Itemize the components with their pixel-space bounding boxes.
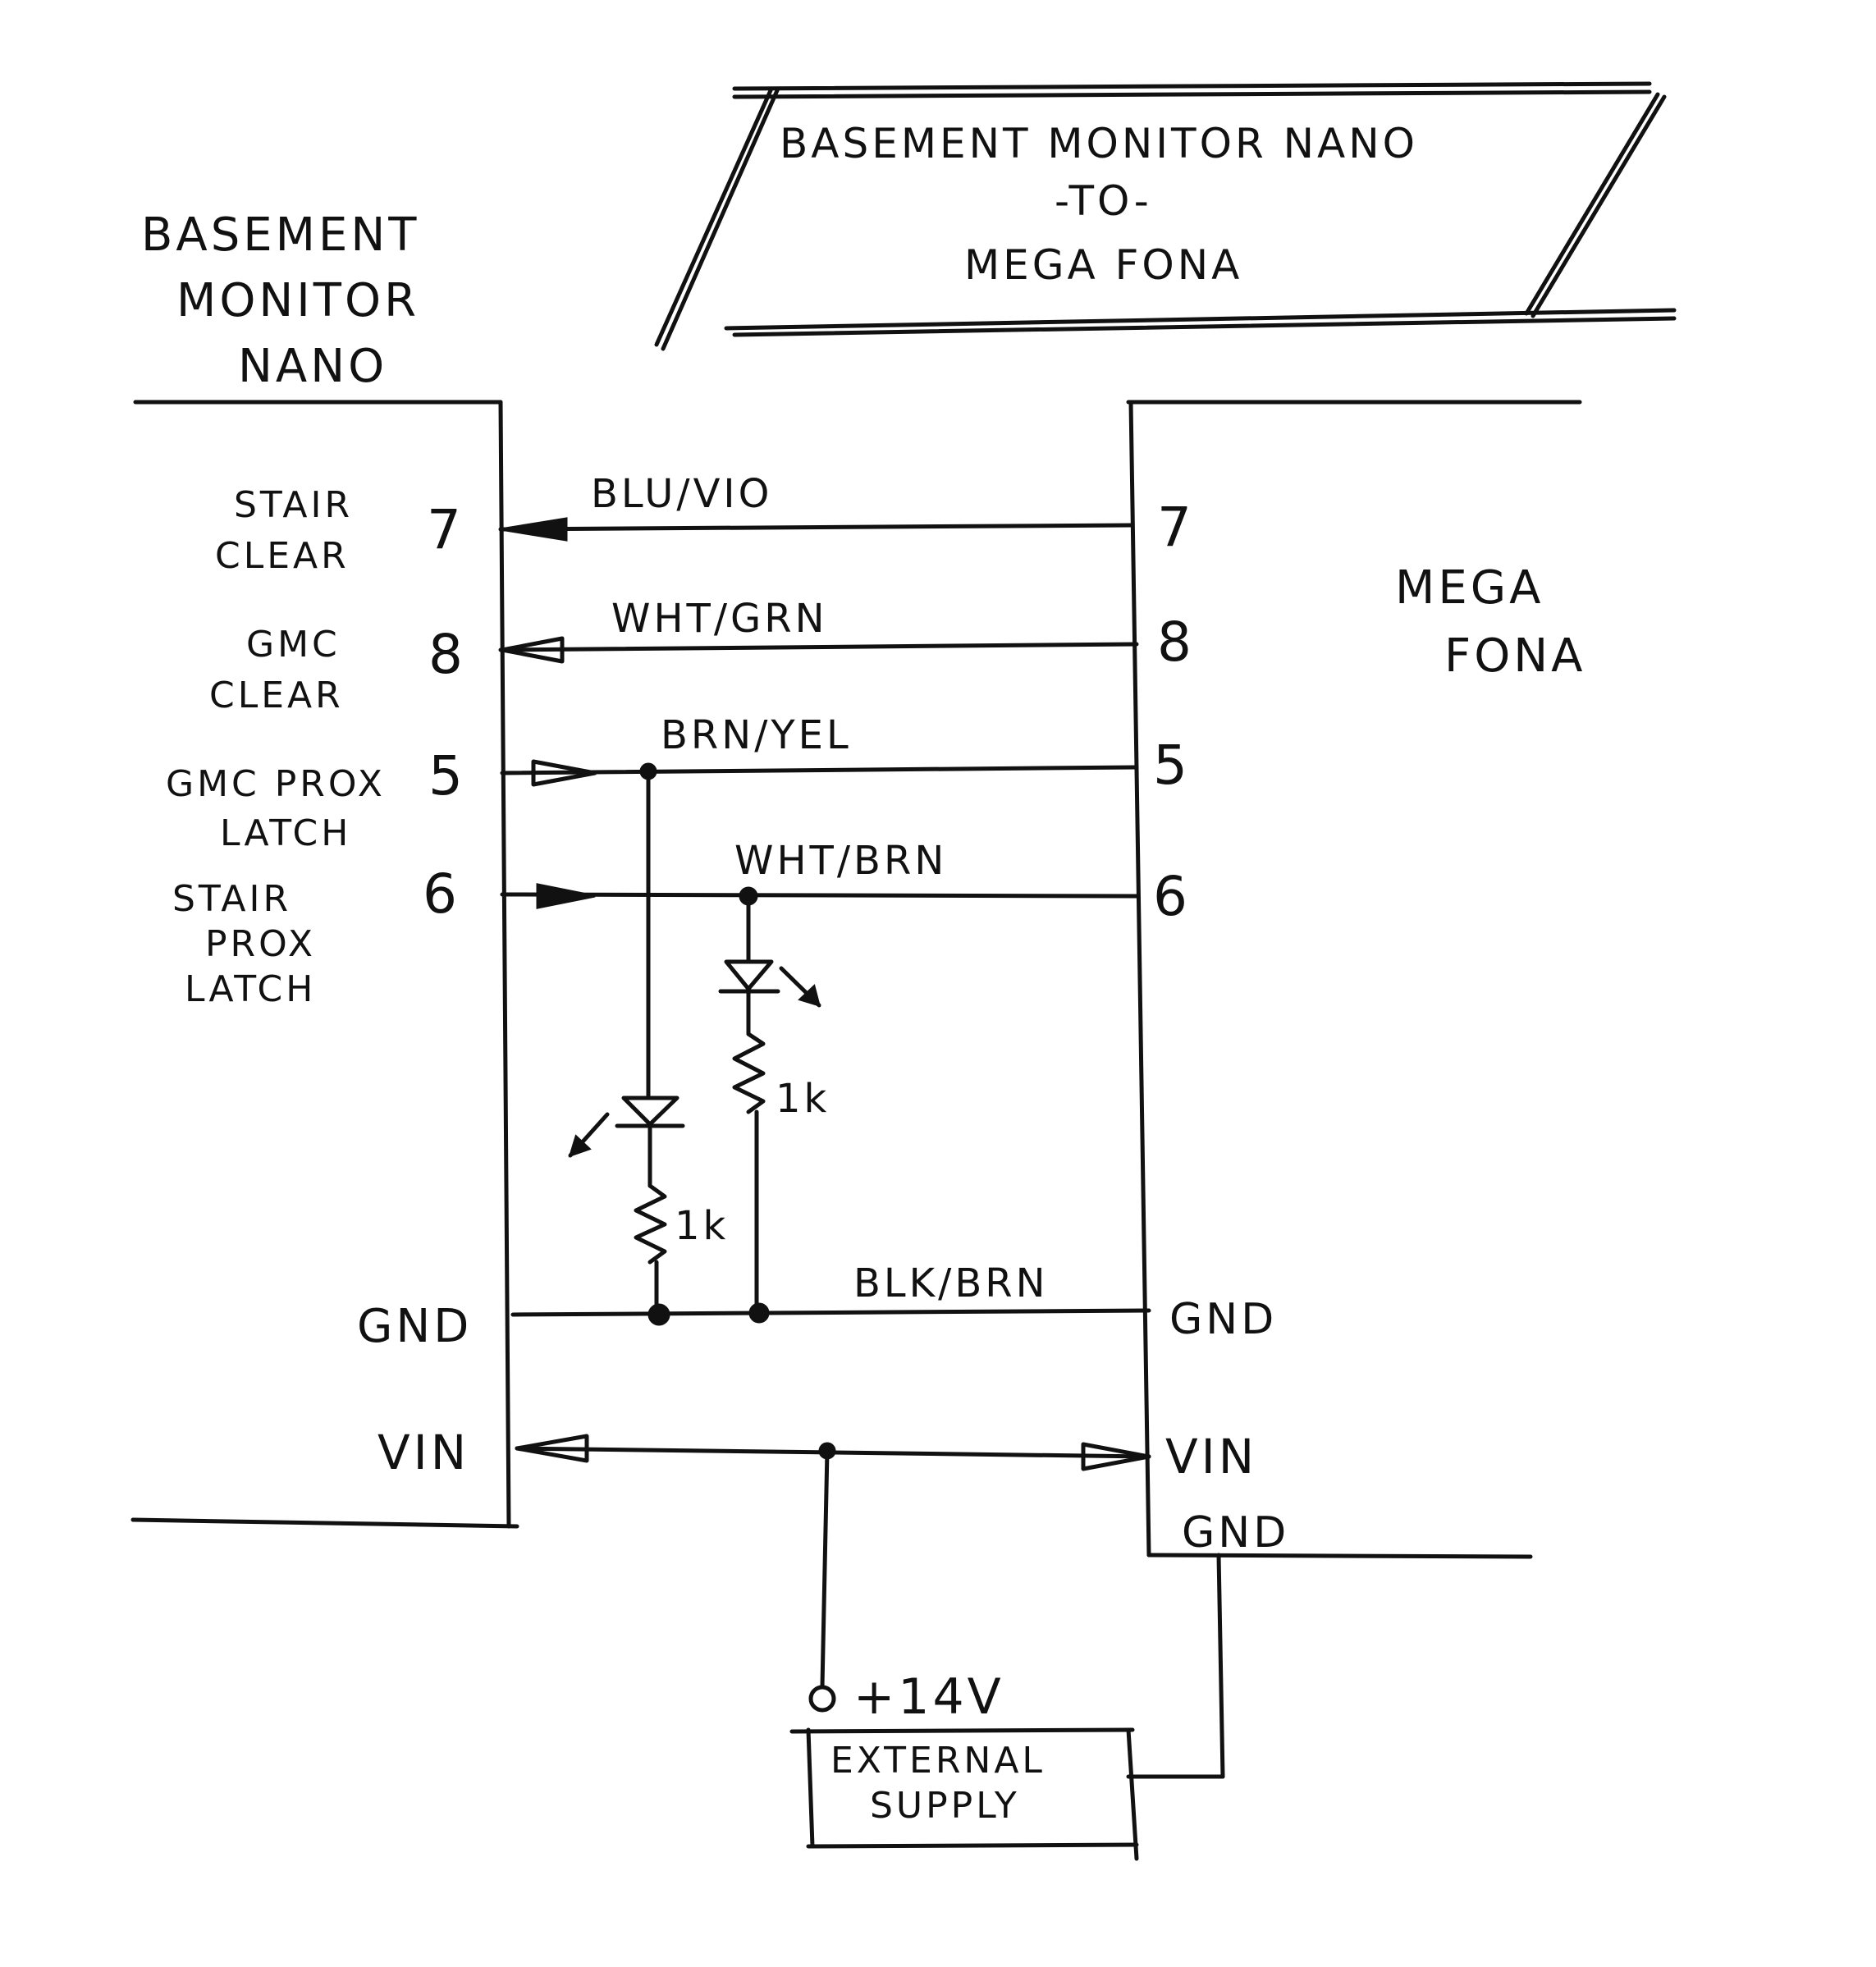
fona-pin-5: 5 — [1153, 734, 1191, 797]
title-line-2: -TO- — [1055, 177, 1152, 225]
supply-label-1: EXTERNAL — [830, 1740, 1046, 1782]
nano-vin-label: VIN — [377, 1425, 469, 1480]
nano-gnd-label: GND — [357, 1300, 472, 1353]
supply-terminal — [808, 1685, 836, 1713]
wire-wht-brn — [500, 883, 1139, 909]
wire-brn-yel — [500, 759, 1139, 787]
nano-label-3: NANO — [238, 340, 387, 393]
wire-label-brn-yel: BRN/YEL — [661, 712, 852, 758]
wire-vin — [515, 1434, 1151, 1689]
resistor-label-gmc: 1k — [675, 1203, 729, 1249]
fona-block — [1126, 400, 1582, 1559]
signal-stair-clear-2: CLEAR — [215, 535, 350, 577]
supply-label-2: SUPPLY — [870, 1785, 1020, 1827]
fona-pin-6: 6 — [1153, 865, 1191, 928]
signal-stair-prox-latch-2: PROX — [205, 923, 316, 965]
signal-stair-prox-latch-3: LATCH — [185, 968, 316, 1010]
led-branch-stair — [718, 894, 821, 1324]
fona-gnd2-label: GND — [1182, 1508, 1289, 1558]
fona-label-2: FONA — [1444, 629, 1586, 683]
wire-label-blk-brn: BLK/BRN — [853, 1260, 1049, 1306]
signal-gmc-clear-2: CLEAR — [209, 675, 344, 716]
wire-label-blu-vio: BLU/VIO — [591, 471, 772, 517]
nano-label-1: BASEMENT — [141, 208, 419, 262]
title-line-1: BASEMENT MONITOR NANO — [780, 120, 1418, 167]
resistor-label-stair: 1k — [776, 1076, 830, 1122]
nano-pin-8: 8 — [428, 623, 466, 686]
wire-wht-grn — [498, 636, 1139, 664]
wire-blk-brn — [510, 1308, 1151, 1317]
signal-gmc-prox-latch-1: GMC PROX — [166, 763, 386, 805]
fona-pin-7: 7 — [1157, 496, 1195, 559]
nano-block — [130, 400, 519, 1529]
nano-pin-7: 7 — [427, 498, 464, 561]
external-supply-box — [789, 1727, 1139, 1861]
signal-gmc-prox-latch-2: LATCH — [220, 812, 351, 854]
nano-pin-5: 5 — [428, 744, 466, 807]
title-box — [654, 81, 1677, 351]
wire-label-wht-brn: WHT/BRN — [734, 838, 947, 884]
signal-gmc-clear-1: GMC — [246, 624, 341, 666]
supply-voltage-label: +14V — [853, 1668, 1004, 1726]
wire-label-wht-grn: WHT/GRN — [611, 596, 828, 642]
nano-pin-6: 6 — [423, 862, 460, 926]
fona-vin-label: VIN — [1165, 1429, 1257, 1484]
fona-label-1: MEGA — [1395, 561, 1544, 615]
nano-label-2: MONITOR — [176, 274, 419, 327]
fona-pin-8: 8 — [1157, 611, 1195, 674]
signal-stair-prox-latch-1: STAIR — [172, 878, 291, 920]
led-branch-gmc — [568, 769, 685, 1326]
supply-ground-wire — [1126, 1553, 1225, 1779]
fona-gnd-label: GND — [1169, 1295, 1277, 1344]
signal-stair-clear-1: STAIR — [234, 484, 353, 526]
title-line-3: MEGA FONA — [964, 241, 1242, 289]
wire-blu-vio — [498, 517, 1135, 542]
